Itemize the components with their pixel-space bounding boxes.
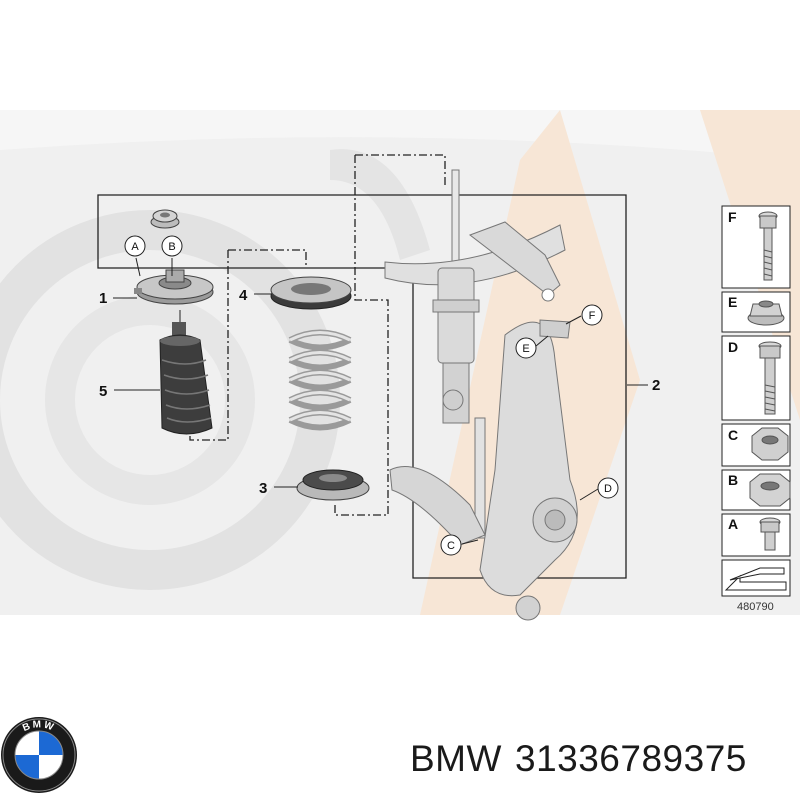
strut-mount-part-1 [134,269,214,305]
bolt-a-icon [759,517,781,551]
part-number: 31336789375 [515,738,747,779]
panel-label-d: D [728,339,738,355]
circle-callout-d-label: D [604,483,612,495]
circle-callout-f: F [581,304,603,326]
callout-5: 5 [99,383,107,400]
strut-assembly-part-2 [384,169,578,621]
circle-callout-c: C [440,534,462,556]
torque-arrow-icon [724,567,787,591]
brand-name: BMW [410,738,502,779]
reference-number: 480790 [737,601,774,613]
panel-label-b: B [728,472,738,488]
callout-3: 3 [259,480,267,497]
panel-label-f: F [728,209,737,225]
circle-callout-e: E [515,337,537,359]
bolt-f-icon [758,211,778,281]
protective-boot-part-5 [159,322,213,435]
lower-spring-seat-part-3 [296,469,370,501]
upper-spring-seat-part-4 [270,276,352,310]
panel-label-e: E [728,294,737,310]
leader-lines [113,293,648,545]
nut-b-part [150,209,180,229]
circle-callout-c-label: C [447,540,455,552]
panel-label-a: A [728,516,738,532]
callout-2: 2 [652,377,660,394]
callout-1: 1 [99,290,107,307]
bmw-logo: BMW [1,717,77,793]
circle-callout-e-label: E [522,343,529,355]
circle-callout-a-label: A [131,241,139,253]
hex-nut-b-icon [749,473,791,507]
svg-text:BMW: BMW [21,719,57,734]
background-watermark [0,110,800,615]
assembly-outlines [97,154,627,579]
coil-spring-outline [289,331,351,422]
circle-callout-d: D [597,477,619,499]
bmw-logo-text: BMW [21,719,55,734]
flange-nut-e-icon [747,300,785,326]
circle-callout-a: A [124,235,146,257]
callout-4: 4 [239,287,248,304]
fastener-side-panel: F E D C B A [721,205,791,613]
hex-nut-c-icon [751,427,789,461]
bolt-d-icon [758,341,782,415]
circle-callout-b: B [161,235,183,257]
circle-callout-b-label: B [168,241,175,253]
panel-label-c: C [728,427,738,443]
circle-callout-f-label: F [589,310,596,322]
